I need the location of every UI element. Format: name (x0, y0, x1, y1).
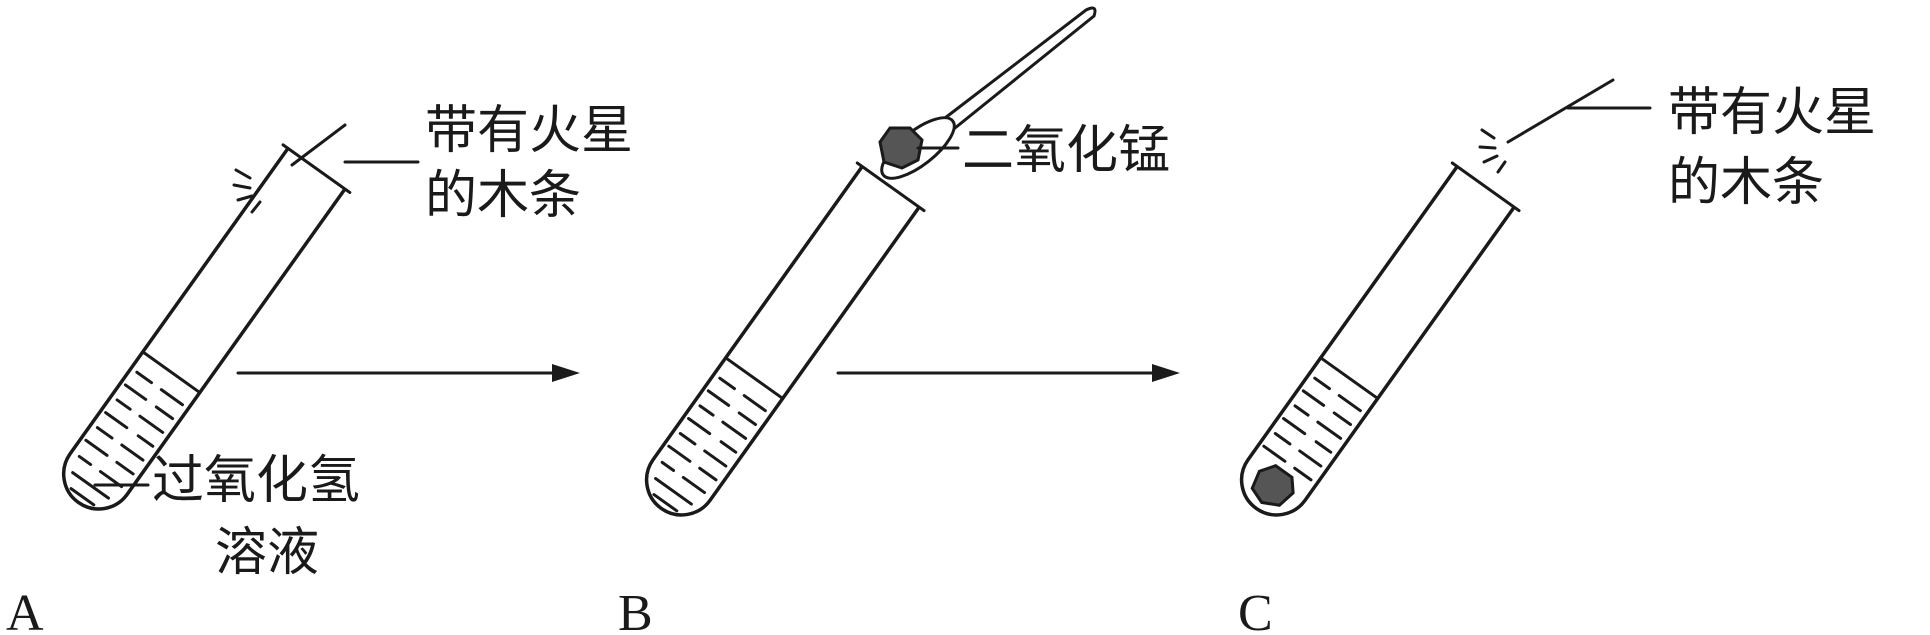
panel-b: 二氧化锰 B (618, 6, 1170, 635)
manganese-dioxide-settled (1250, 464, 1295, 507)
solution-label-line-1: 过氧化氢 (152, 451, 360, 511)
panel-c: 带有火星 的木条 C (1238, 78, 1876, 635)
mno2-label: 二氧化锰 (962, 121, 1170, 181)
glowing-splint-c (1478, 78, 1652, 174)
spark-icon (232, 168, 262, 214)
arrow-a-to-b (236, 364, 580, 382)
test-tube-b (644, 161, 926, 517)
liquid-b (652, 356, 785, 513)
splint-label-c-line-1: 带有火星 (1668, 83, 1876, 143)
splint-label-a-line-1: 带有火星 (425, 101, 633, 161)
solution-label-line-2: 溶液 (215, 523, 319, 583)
test-tube-a (62, 143, 352, 511)
test-tube-c (1239, 161, 1521, 517)
arrow-b-to-c (836, 364, 1180, 382)
panel-caption-a: A (6, 585, 44, 635)
liquid-c (1262, 356, 1380, 482)
panel-a: 带有火星 的木条 过氧化氢 溶液 A (6, 101, 633, 635)
splint-label-a-line-2: 的木条 (425, 166, 581, 226)
panel-caption-c: C (1238, 585, 1273, 635)
glowing-splint-a (232, 123, 420, 214)
splint-label-c-line-2: 的木条 (1668, 153, 1824, 213)
panel-caption-b: B (618, 585, 653, 635)
liquid-a (69, 350, 202, 507)
manganese-dioxide-solid (878, 126, 924, 170)
spark-icon (1478, 128, 1507, 174)
